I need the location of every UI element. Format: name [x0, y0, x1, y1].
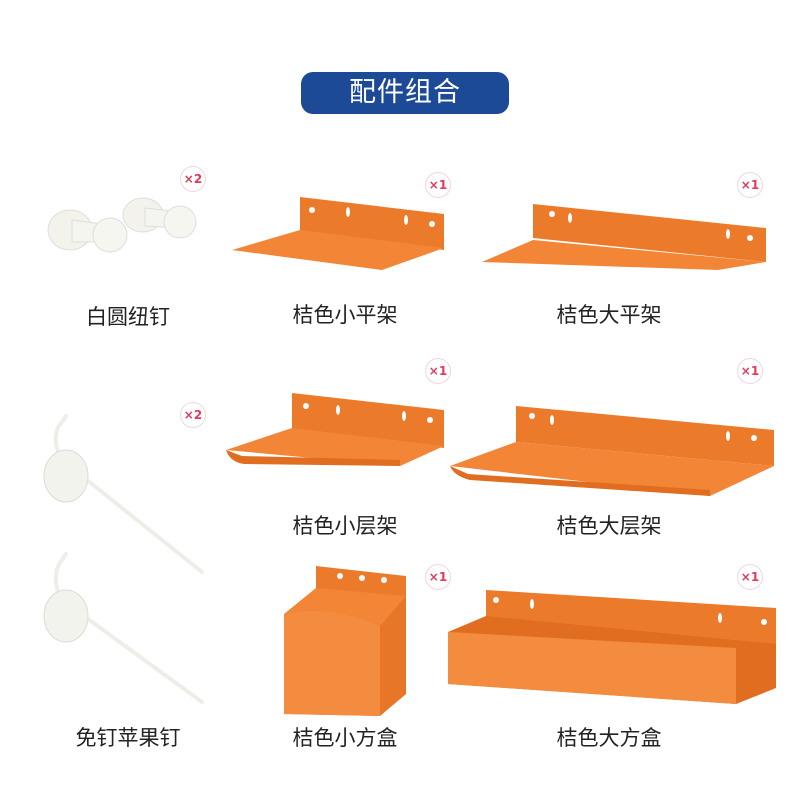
quantity-badge: ×1 [737, 358, 763, 384]
section-title: 配件组合 [301, 72, 509, 114]
item-label-apple-hook: 免钉苹果钉 [75, 726, 181, 750]
quantity-badge: ×2 [180, 166, 206, 192]
large-box-image [446, 588, 780, 706]
item-label-large-flat-shelf: 桔色大平架 [556, 303, 662, 327]
item-label-large-box: 桔色大方盒 [556, 726, 662, 750]
item-label-small-tier-shelf: 桔色小层架 [292, 514, 398, 538]
quantity-badge: ×1 [425, 172, 451, 198]
quantity-badge: ×1 [737, 172, 763, 198]
large-flat-shelf-image [478, 200, 770, 272]
item-label-small-flat-shelf: 桔色小平架 [292, 303, 398, 327]
small-tier-shelf-image [222, 390, 452, 470]
small-flat-shelf-image [222, 192, 452, 270]
small-box-image [280, 566, 410, 716]
quantity-badge: ×1 [425, 358, 451, 384]
quantity-badge: ×2 [180, 402, 206, 428]
quantity-badge: ×1 [737, 564, 763, 590]
item-label-large-tier-shelf: 桔色大层架 [556, 514, 662, 538]
white-round-knob-image [40, 190, 220, 280]
item-label-white-round-knob: 白圆纽钉 [86, 305, 170, 329]
apple-hook-image [38, 412, 210, 712]
item-label-small-box: 桔色小方盒 [292, 726, 398, 750]
quantity-badge: ×1 [425, 564, 451, 590]
large-tier-shelf-image [448, 404, 778, 504]
